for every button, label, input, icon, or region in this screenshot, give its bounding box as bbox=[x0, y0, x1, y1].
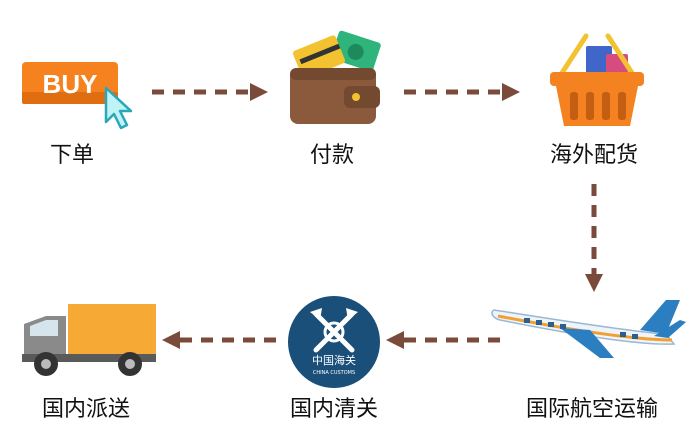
flow-arrow bbox=[160, 330, 280, 350]
flow-arrow bbox=[584, 182, 604, 294]
customs-en-text: CHINA CUSTOMS bbox=[313, 370, 355, 376]
step-label-order: 下单 bbox=[49, 143, 94, 168]
step-label-payment: 付款 bbox=[309, 143, 354, 168]
step-label-international-air: 国际航空运输 bbox=[525, 397, 658, 422]
flow-arrow bbox=[402, 82, 522, 102]
flow-arrow bbox=[150, 82, 270, 102]
wallet-icon bbox=[286, 28, 390, 128]
buy-text: BUY bbox=[43, 69, 98, 99]
customs-cn-text: 中国海关 bbox=[312, 353, 356, 367]
buy-button-icon: BUY bbox=[18, 58, 138, 130]
flow-arrow bbox=[384, 330, 504, 350]
delivery-truck-icon bbox=[18, 300, 158, 380]
shopping-basket-icon bbox=[542, 30, 652, 130]
china-customs-icon: 中国海关 CHINA CUSTOMS bbox=[286, 294, 382, 390]
step-label-domestic-delivery: 国内派送 bbox=[41, 397, 130, 422]
step-label-domestic-clearance: 国内清关 bbox=[289, 397, 378, 422]
airplane-icon bbox=[490, 290, 690, 370]
step-label-overseas-picking: 海外配货 bbox=[549, 143, 638, 168]
